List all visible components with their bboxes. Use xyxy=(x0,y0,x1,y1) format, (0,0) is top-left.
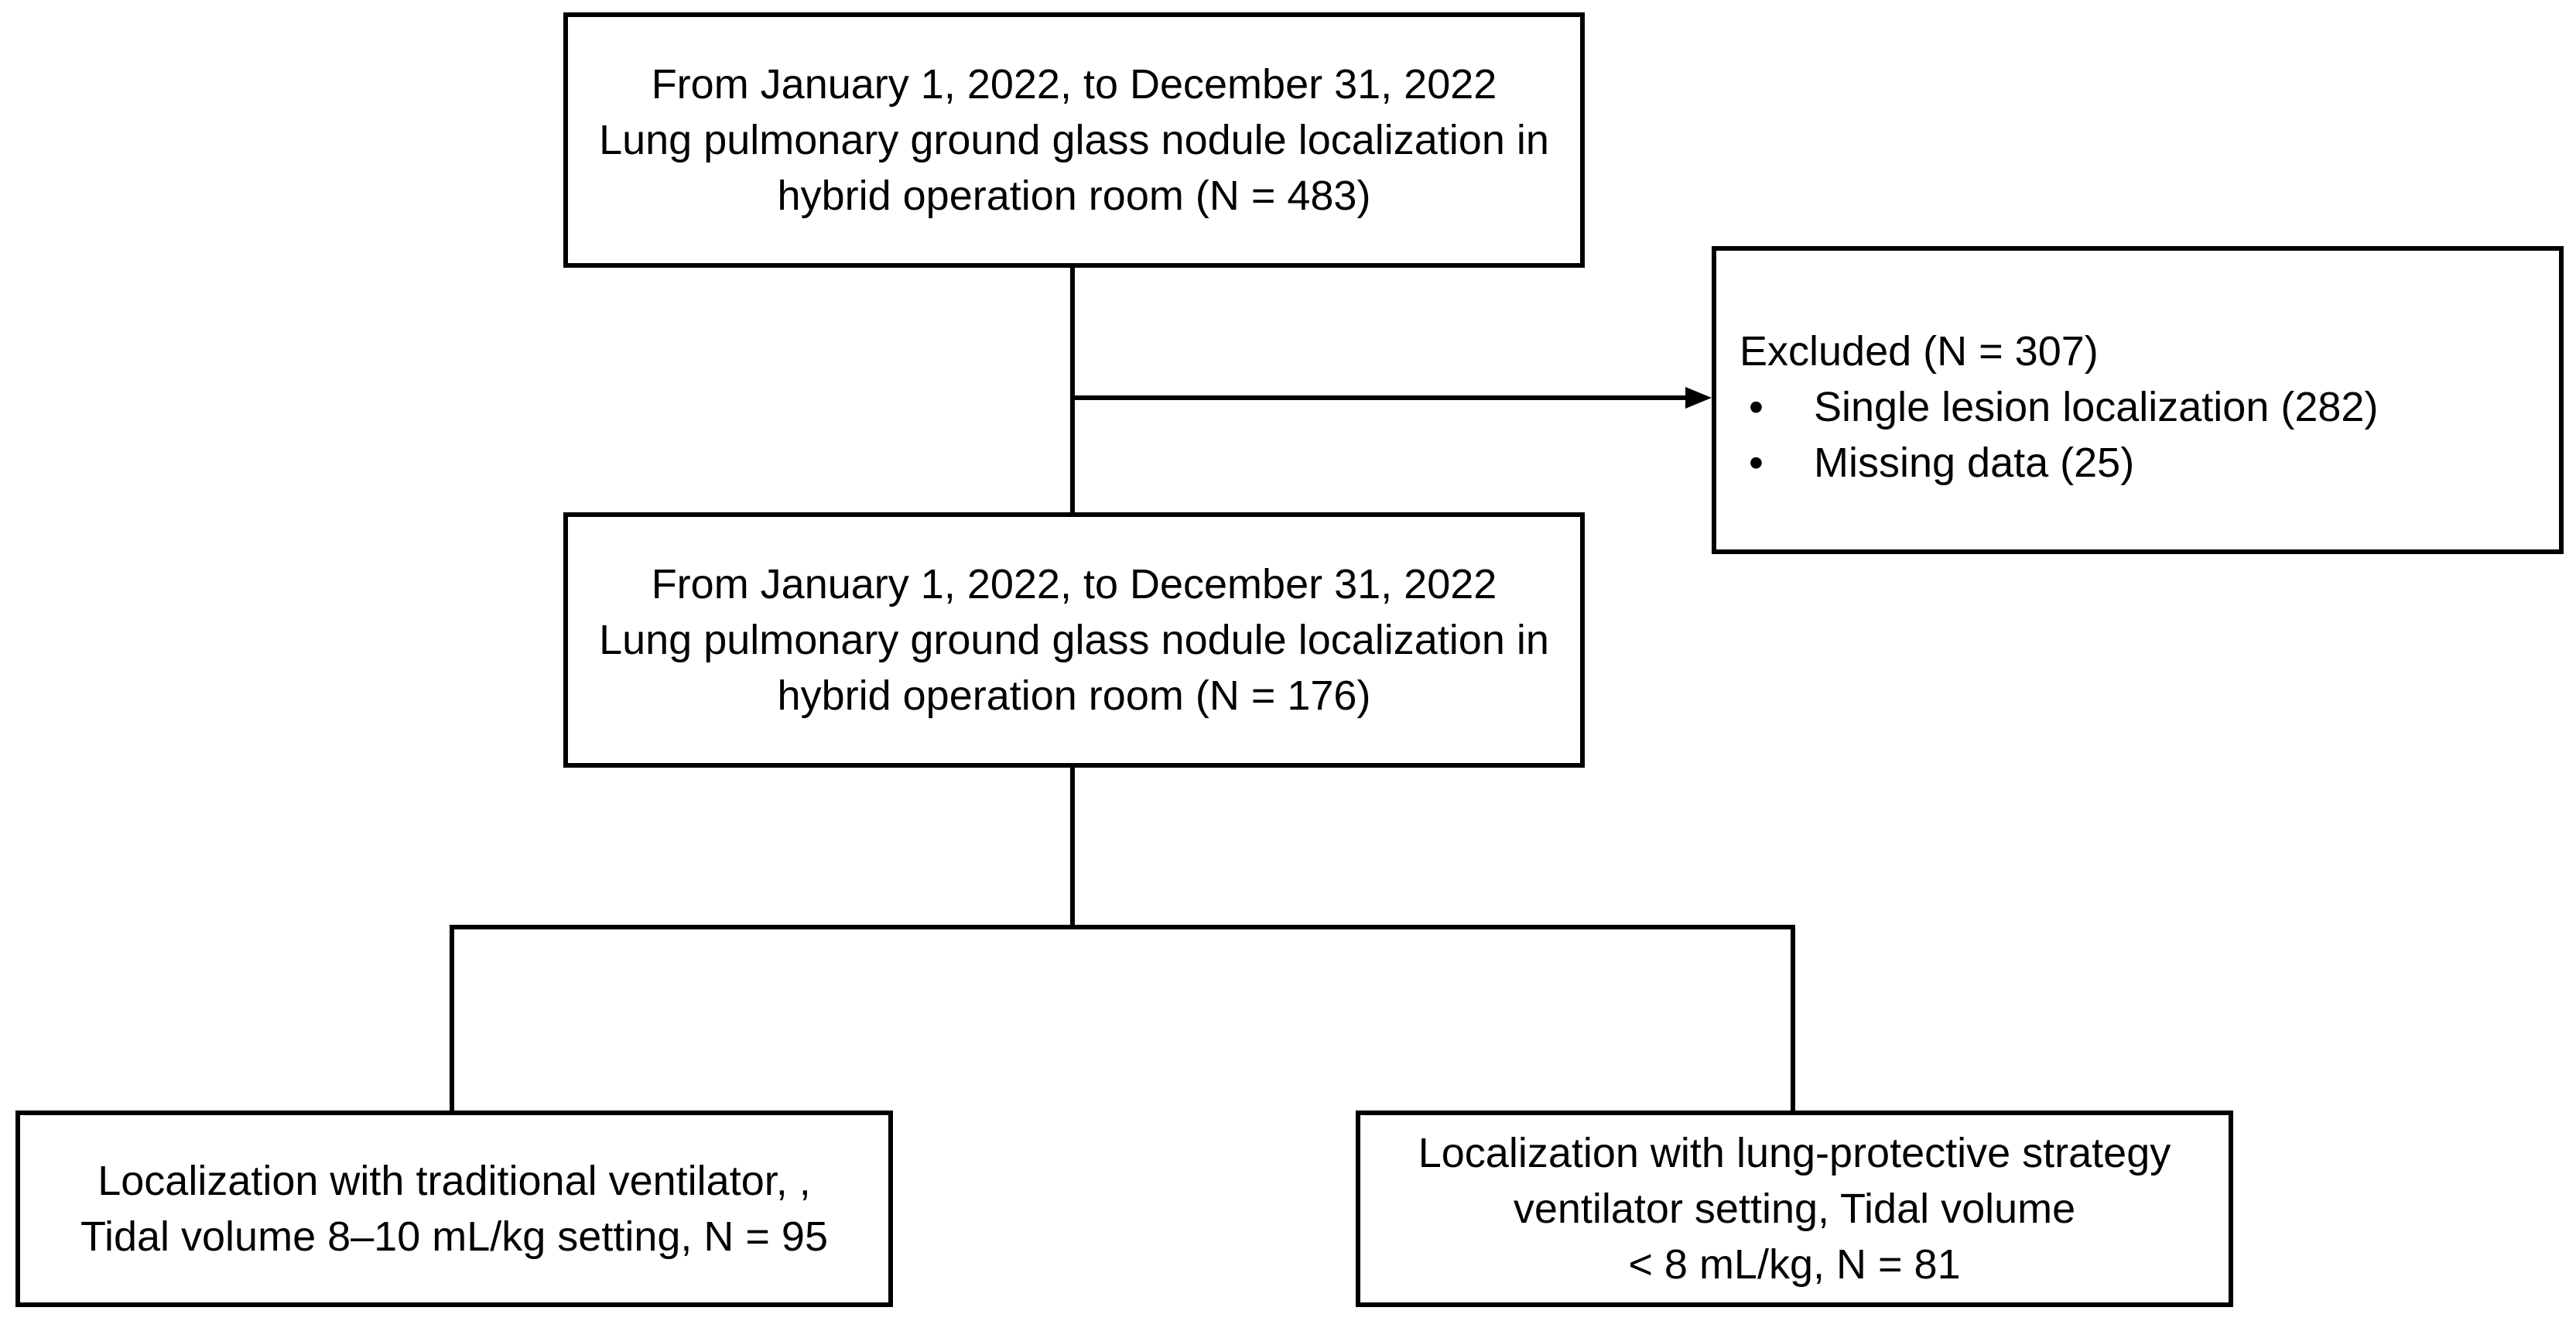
arrowhead-to-excluded xyxy=(1685,387,1712,409)
box-lung-protective: Localization with lung-protective strate… xyxy=(1356,1111,2233,1307)
box-protective-line-1: Localization with lung-protective strate… xyxy=(1418,1130,2171,1176)
bullet-icon: • xyxy=(1749,384,1764,430)
box-included-line-2: Lung pulmonary ground glass nodule local… xyxy=(599,617,1549,663)
excluded-title: Excluded (N = 307) xyxy=(1740,328,2099,375)
box-excluded: Excluded (N = 307) • Single lesion local… xyxy=(1712,246,2564,554)
box-included-cohort: From January 1, 2022, to December 31, 20… xyxy=(563,512,1585,768)
excluded-item-label: Single lesion localization (282) xyxy=(1814,384,2379,430)
box-initial-line-3: hybrid operation room (N = 483) xyxy=(777,173,1371,219)
box-traditional-ventilator: Localization with traditional ventilator… xyxy=(15,1111,893,1307)
box-included-line-1: From January 1, 2022, to December 31, 20… xyxy=(651,561,1497,607)
excluded-item: • Single lesion localization (282) xyxy=(1740,379,2378,435)
box-protective-line-2: ventilator setting, Tidal volume xyxy=(1513,1186,2076,1232)
box-protective-line-3: < 8 mL/kg, N = 81 xyxy=(1628,1241,1961,1288)
box-initial-line-1: From January 1, 2022, to December 31, 20… xyxy=(651,61,1497,108)
excluded-item: • Missing data (25) xyxy=(1740,435,2134,491)
box-initial-cohort: From January 1, 2022, to December 31, 20… xyxy=(563,12,1585,268)
excluded-item-label: Missing data (25) xyxy=(1814,440,2135,486)
box-initial-line-2: Lung pulmonary ground glass nodule local… xyxy=(599,117,1549,163)
box-traditional-line-2: Tidal volume 8–10 mL/kg setting, N = 95 xyxy=(80,1213,828,1260)
box-traditional-line-1: Localization with traditional ventilator… xyxy=(97,1158,811,1204)
box-included-line-3: hybrid operation room (N = 176) xyxy=(777,672,1371,719)
bullet-icon: • xyxy=(1749,440,1764,486)
